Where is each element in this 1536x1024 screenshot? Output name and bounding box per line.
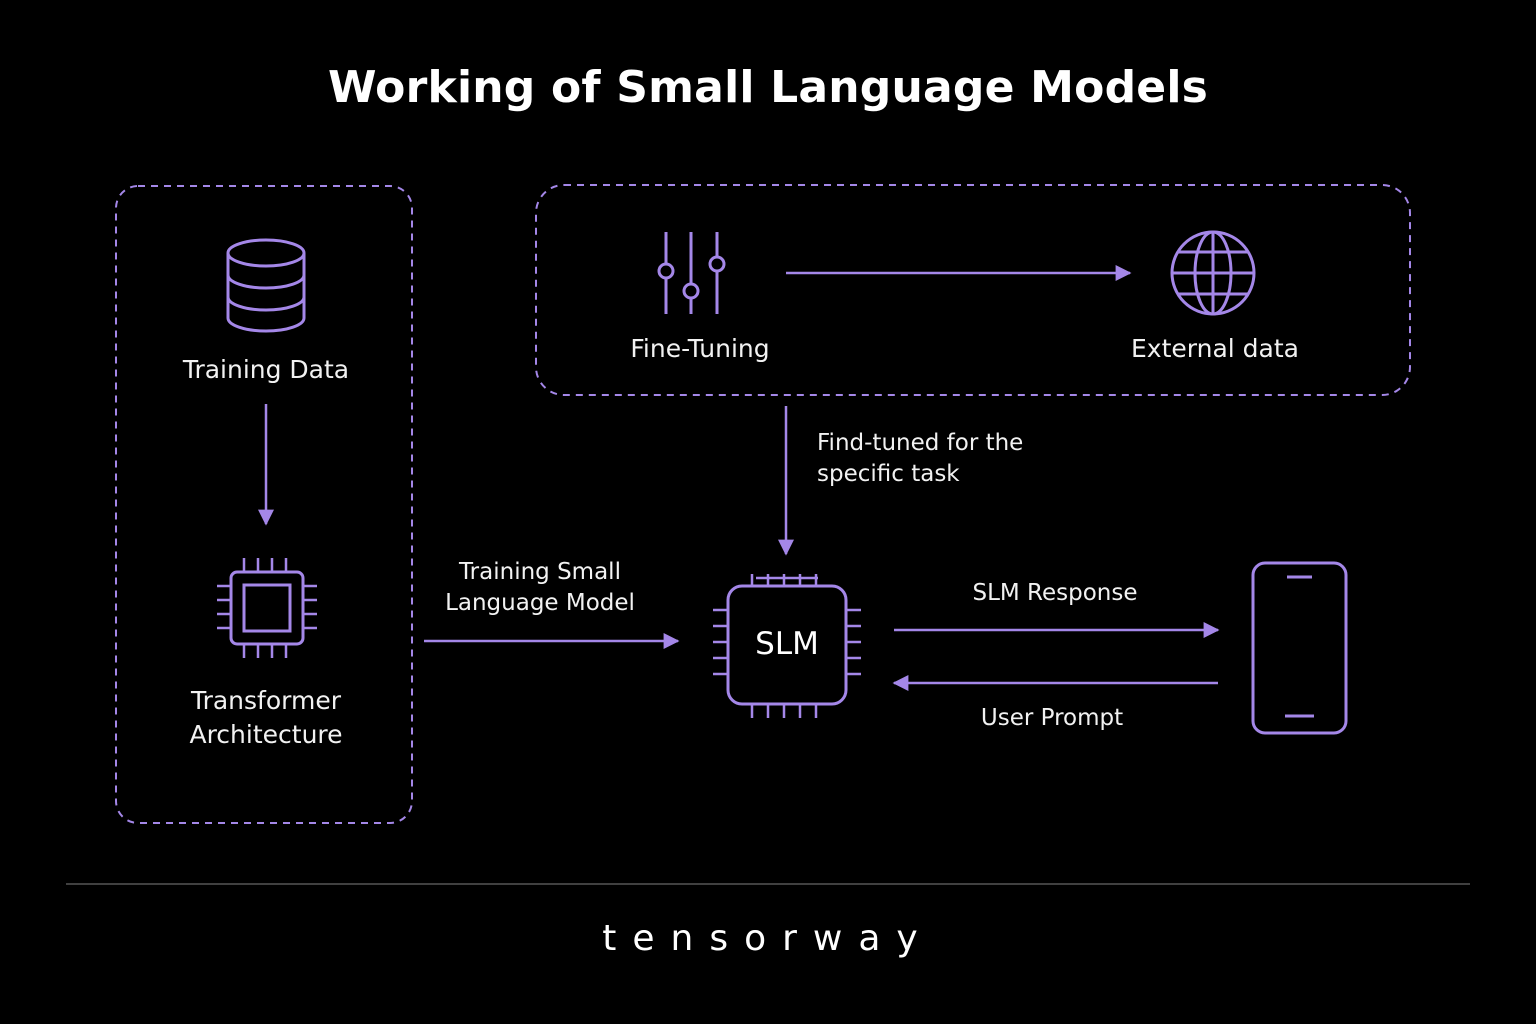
finetuning-group (535, 184, 1411, 396)
fine-tuned-label-line1: Find-tuned for the (817, 430, 1024, 456)
page-title: Working of Small Language Models (327, 62, 1209, 113)
training-slm-label-line2: Language Model (445, 590, 635, 616)
chip-icon (217, 558, 317, 658)
transformer-label-line2: Architecture (189, 720, 343, 749)
sliders-icon (657, 232, 726, 314)
training-slm-label-line1: Training Small (459, 559, 621, 585)
fine-tuning-label: Fine-Tuning (630, 334, 770, 363)
external-data-label: External data (1131, 334, 1299, 363)
user-prompt-label: User Prompt (980, 705, 1124, 731)
pretraining-group (115, 185, 413, 824)
fine-tuned-label: Find-tuned for the specific task (817, 428, 1023, 490)
transformer-label: Transformer Architecture (116, 684, 416, 752)
slm-chip (713, 574, 861, 718)
globe-icon (1170, 230, 1256, 316)
fine-tuned-label-line2: specific task (817, 461, 960, 487)
training-data-label: Training Data (182, 355, 350, 384)
transformer-label-line1: Transformer (190, 686, 341, 715)
slm-label: SLM (755, 626, 819, 662)
brand-logo: tensorway (602, 918, 934, 959)
database-icon (226, 238, 306, 333)
training-slm-label: Training Small Language Model (420, 557, 660, 619)
smartphone-icon (1251, 561, 1348, 735)
slm-response-label: SLM Response (972, 580, 1138, 606)
